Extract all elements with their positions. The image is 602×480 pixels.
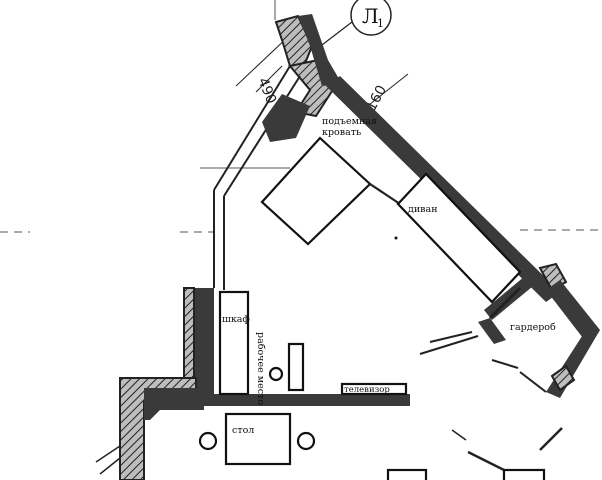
workspace: рабочее место <box>255 332 305 405</box>
lift-bed-label-1: подъемная <box>322 116 377 127</box>
table-label: стол <box>232 425 254 436</box>
table: стол <box>198 412 316 466</box>
wardrobe-label: гардероб <box>510 322 556 333</box>
closet: шкаф <box>218 290 250 396</box>
sofa-label: диван <box>408 204 438 215</box>
lift-bed: подъемная кровать <box>260 116 401 246</box>
sofa: диван <box>394 172 522 304</box>
tv: телевизор <box>340 382 408 396</box>
walls <box>95 14 600 480</box>
closet-label: шкаф <box>222 314 250 325</box>
axis-marker-letter: Л <box>362 4 379 28</box>
axis-marker: Л 1 <box>317 0 392 49</box>
workspace-label: рабочее место <box>255 332 266 405</box>
background-guides <box>0 0 602 233</box>
axis-marker-index: 1 <box>377 17 384 30</box>
tv-label: телевизор <box>344 385 390 395</box>
lift-bed-label-2: кровать <box>322 127 361 138</box>
